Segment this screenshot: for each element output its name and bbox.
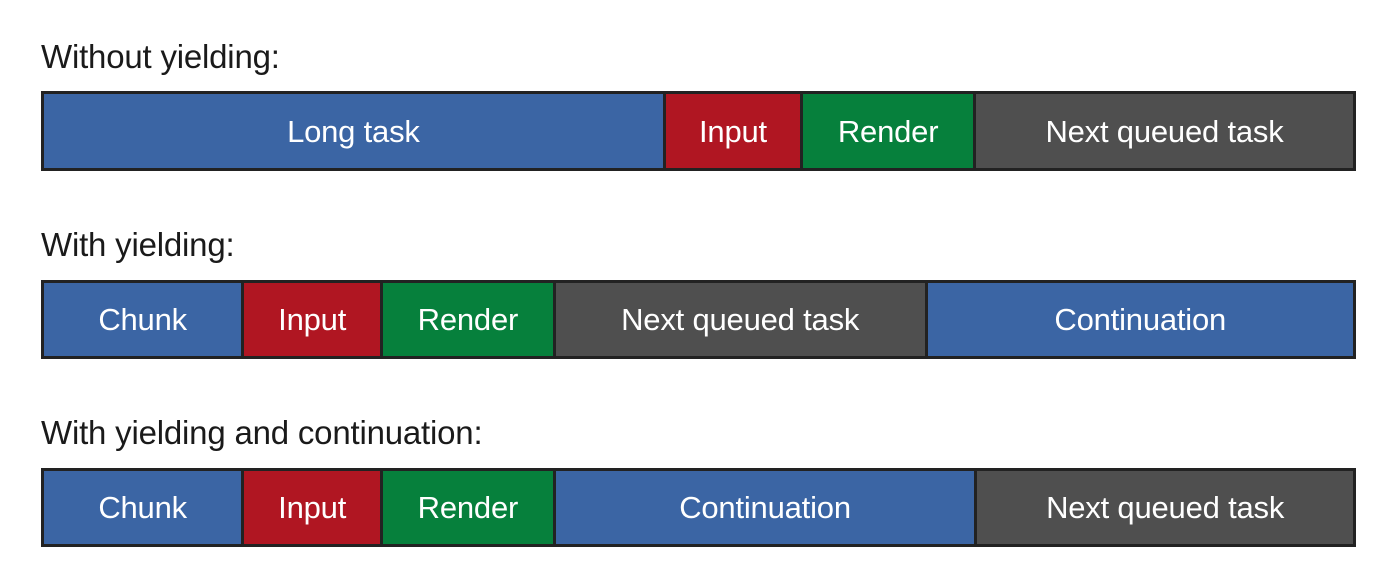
segment-long-task: Long task: [44, 94, 666, 168]
segment-next-queued-task: Next queued task: [975, 94, 1353, 168]
segment-continuation: Continuation: [555, 471, 978, 544]
timeline-without-yielding: Long task Input Render Next queued task: [41, 91, 1356, 171]
segment-chunk: Chunk: [44, 283, 245, 356]
segment-input: Input: [665, 94, 804, 168]
segment-render: Render: [383, 471, 556, 544]
segment-next-queued-task: Next queued task: [555, 283, 928, 356]
timeline-with-yielding-and-continuation: Chunk Input Render Continuation Next que…: [41, 468, 1356, 547]
segment-input: Input: [244, 283, 384, 356]
segment-continuation: Continuation: [927, 283, 1353, 356]
segment-chunk: Chunk: [44, 471, 245, 544]
row-label-with-yielding: With yielding:: [41, 226, 235, 263]
segment-render: Render: [803, 94, 976, 168]
segment-render: Render: [383, 283, 556, 356]
segment-next-queued-task: Next queued task: [977, 471, 1353, 544]
segment-input: Input: [244, 471, 384, 544]
timeline-with-yielding: Chunk Input Render Next queued task Cont…: [41, 280, 1356, 359]
row-label-without-yielding: Without yielding:: [41, 38, 280, 75]
row-label-with-yielding-and-continuation: With yielding and continuation:: [41, 414, 483, 451]
